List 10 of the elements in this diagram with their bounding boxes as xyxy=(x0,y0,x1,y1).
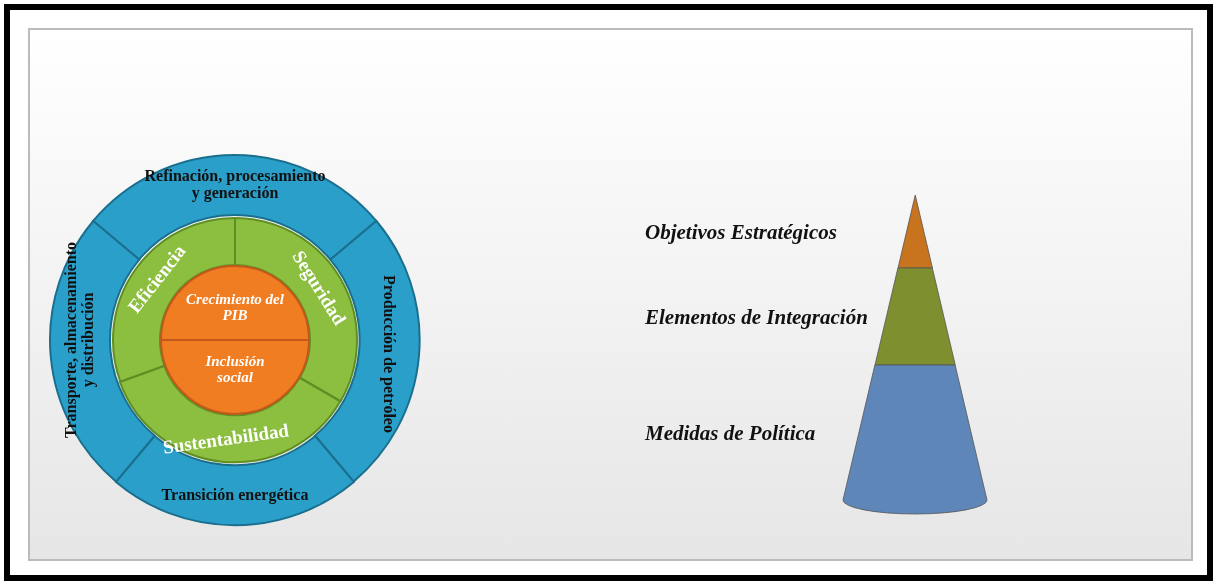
band-caption: Medidas de Política xyxy=(645,420,816,446)
segment-label: Refinación, procesamiento y generación xyxy=(143,168,327,202)
segment-label: Transporte, almacenamiento y distribución xyxy=(63,240,97,440)
segment-label: Crecimiento del PIB xyxy=(186,292,285,324)
segment-label: Transición energética xyxy=(160,486,310,504)
segment-label: Inclusión social xyxy=(204,354,266,386)
band-caption: Elementos de Integración xyxy=(645,304,868,330)
segment-label: Producción de petróleo xyxy=(381,273,398,435)
segment-label: Sustentabilidad xyxy=(161,417,292,460)
band-caption: Objetivos Estratégicos xyxy=(645,219,837,245)
